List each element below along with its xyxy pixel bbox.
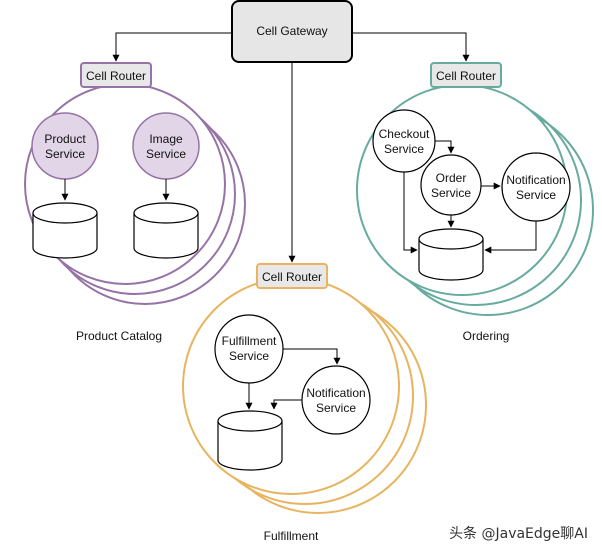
- catalog-cell-router-label: Cell Router: [86, 69, 146, 83]
- fulfillment-notification-label-line1: Notification: [306, 386, 365, 400]
- product-service-node: [31, 112, 99, 180]
- fulfillment-cell: Fulfillment Service Notification Service…: [182, 263, 427, 543]
- ordering-notification-service-node: [501, 152, 571, 222]
- order-service-node: [420, 154, 482, 216]
- ordering-cell-router: [430, 62, 502, 88]
- fulfillment-notification-service-node: [301, 365, 371, 435]
- checkout-service-node: [372, 109, 436, 173]
- cell-gateway-label: Cell Gateway: [256, 24, 327, 38]
- image-database-icon: [133, 202, 199, 259]
- order-service-label-line1: Order: [436, 171, 467, 185]
- ordering-notification-label-line1: Notification: [506, 173, 565, 187]
- fulfillment-cell-router-label: Cell Router: [262, 270, 322, 284]
- fulfillment-service-label-line1: Fulfillment: [222, 334, 277, 348]
- checkout-service-label-line1: Checkout: [379, 127, 430, 141]
- ordering-database-icon: [418, 228, 484, 281]
- ordering-cell: Checkout Service Order Service Notificat…: [356, 62, 594, 343]
- fulfillment-database-icon: [217, 410, 283, 471]
- product-catalog-cell: Product Service Image Service Cell Route…: [24, 62, 246, 343]
- watermark-text: 头条 @JavaEdge聊AI: [449, 525, 588, 542]
- fulfillment-caption: Fulfillment: [264, 529, 319, 543]
- product-catalog-caption: Product Catalog: [76, 329, 162, 343]
- fulfillment-notification-label-line2: Service: [316, 401, 356, 415]
- ordering-caption: Ordering: [463, 329, 510, 343]
- fulfillment-to-notification-arrow: [283, 348, 341, 365]
- ordering-notification-label-line2: Service: [516, 188, 556, 202]
- product-service-label-line1: Product: [44, 132, 86, 146]
- order-service-label-line2: Service: [431, 186, 471, 200]
- ordering-cell-router-label: Cell Router: [436, 69, 496, 83]
- product-service-label-line2: Service: [45, 147, 85, 161]
- notification-to-db-arrow: [484, 221, 537, 254]
- product-database-icon: [32, 202, 98, 259]
- notification-to-db-arrow: [270, 399, 302, 410]
- fulfillment-service-label-line2: Service: [229, 349, 269, 363]
- image-service-label-line1: Image: [149, 132, 183, 146]
- gateway-to-catalog-arrow: [112, 32, 232, 62]
- checkout-to-db-arrow: [403, 172, 418, 254]
- checkout-service-label-line2: Service: [384, 142, 424, 156]
- image-service-node: [132, 112, 200, 180]
- checkout-to-order-arrow: [435, 140, 455, 154]
- catalog-cell-router: [80, 62, 152, 88]
- gateway-to-ordering-arrow: [352, 32, 470, 62]
- cell-gateway-box: [231, 0, 353, 63]
- fulfillment-cell-router: [256, 263, 328, 289]
- image-service-label-line2: Service: [146, 147, 186, 161]
